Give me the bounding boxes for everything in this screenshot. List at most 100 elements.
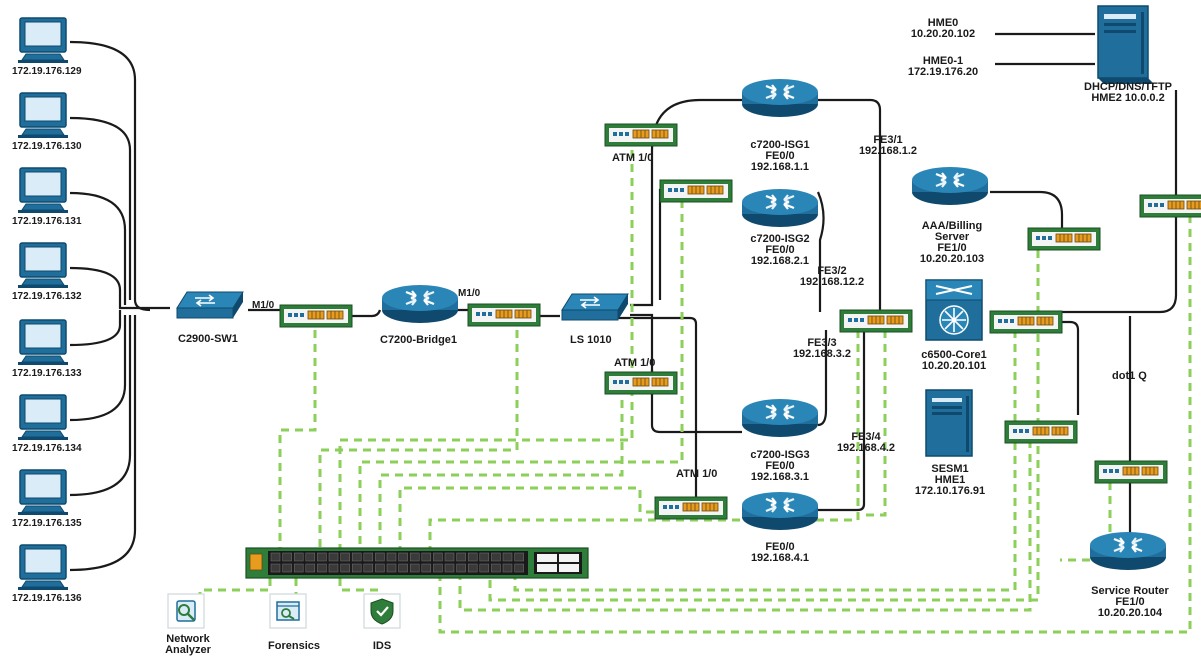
switch-port bbox=[514, 563, 524, 573]
service-port: FE1/0 bbox=[1115, 596, 1145, 608]
isg1-router-icon bbox=[740, 77, 820, 119]
switch-port bbox=[421, 563, 432, 573]
cable-fe-fe34 bbox=[818, 330, 866, 512]
isg1-name: c7200-ISG1 bbox=[750, 139, 810, 151]
hme0-name: HME0 bbox=[927, 17, 959, 29]
tap-core bbox=[989, 310, 1063, 334]
switch-port bbox=[317, 563, 327, 573]
mirror-tap2 bbox=[318, 330, 519, 548]
service-router-icon bbox=[1088, 530, 1168, 572]
host-ip-label: 172.19.176.134 bbox=[12, 443, 82, 454]
cable-host-3 bbox=[69, 191, 127, 305]
mirror-tool1 bbox=[198, 578, 272, 598]
aaa-name1: AAA/Billing bbox=[921, 220, 983, 232]
host-ip-label: 172.19.176.132 bbox=[12, 291, 82, 302]
service-ip: 10.20.20.104 bbox=[1097, 607, 1163, 619]
switch-port bbox=[433, 552, 443, 562]
host-pc bbox=[17, 242, 69, 289]
fe34-ip: 192.168.4.2 bbox=[836, 442, 896, 454]
host-ip-label: 172.19.176.133 bbox=[12, 368, 82, 379]
cable-host-7 bbox=[69, 315, 132, 497]
switch-port bbox=[491, 563, 501, 573]
hme01-label: HME0-1 172.19.176.20 bbox=[908, 56, 978, 78]
fe31-ip: 192.168.1.2 bbox=[858, 145, 918, 157]
host-pc bbox=[17, 394, 69, 441]
cable-host-5 bbox=[69, 310, 122, 347]
switch-port bbox=[444, 552, 455, 562]
isg1-port: FE0/0 bbox=[765, 150, 795, 162]
fe32-ip: 192.168.12.2 bbox=[799, 276, 865, 288]
c2900-switch-icon bbox=[176, 291, 244, 319]
aaa-router-icon bbox=[910, 165, 990, 207]
mirror-center bbox=[428, 330, 860, 548]
host-ip-label: 172.19.176.130 bbox=[12, 141, 82, 152]
switch-port bbox=[363, 552, 374, 562]
switch-port bbox=[293, 552, 304, 562]
forensics-icon[interactable] bbox=[269, 593, 307, 629]
switch-port bbox=[328, 552, 339, 562]
ids-label: IDS bbox=[372, 640, 392, 652]
tap-atm2 bbox=[604, 371, 678, 395]
switch-port bbox=[270, 563, 281, 573]
dot1q-label: dot1 Q bbox=[1112, 370, 1147, 382]
cable-isg1-fe31 bbox=[818, 98, 882, 312]
isg2-label: c7200-ISG2 FE0/0 192.168.2.1 bbox=[750, 234, 809, 267]
hme01-name: HME0-1 bbox=[922, 55, 964, 67]
mirror-fe-tap bbox=[860, 330, 887, 517]
isg2-port: FE0/0 bbox=[765, 244, 795, 256]
fe32-port: FE3/2 bbox=[817, 265, 847, 277]
hme0-ip: 10.20.20.102 bbox=[910, 28, 976, 40]
switch-port bbox=[456, 552, 466, 562]
fe31-label: FE3/1 192.168.1.2 bbox=[859, 135, 917, 157]
sesm-server-icon bbox=[925, 389, 973, 457]
switch-port bbox=[270, 552, 281, 562]
ls1010-switch-icon bbox=[561, 293, 629, 321]
aaa-name2: Server bbox=[934, 231, 970, 243]
bridge-port-label: M1/0 bbox=[458, 288, 481, 299]
bridge-router-icon bbox=[380, 283, 460, 325]
mirror-atm1 bbox=[338, 150, 634, 548]
switch-port bbox=[293, 563, 304, 573]
sesm-label: SESM1 HME1 172.10.176.91 bbox=[915, 464, 985, 497]
cable-group bbox=[69, 32, 1178, 572]
switch-port bbox=[398, 552, 408, 562]
tap-core2 bbox=[1004, 420, 1078, 444]
hme0-label: HME0 10.20.20.102 bbox=[911, 18, 975, 40]
mirror-core2 bbox=[458, 440, 1032, 612]
switch-port bbox=[479, 563, 490, 573]
switch-port bbox=[375, 563, 385, 573]
switch-port bbox=[467, 552, 478, 562]
aaa-port: FE1/0 bbox=[937, 242, 967, 254]
host-ip-label: 172.19.176.135 bbox=[12, 518, 82, 529]
fe33-label: FE3/3 192.168.3.2 bbox=[793, 338, 851, 360]
isg2-router-icon bbox=[740, 187, 820, 229]
switch-port bbox=[351, 563, 362, 573]
atm-label-3: ATM 1/0 bbox=[676, 468, 718, 480]
analyzer-line1: Network bbox=[166, 633, 210, 645]
switch-port bbox=[398, 563, 408, 573]
c2900-label: C2900-SW1 bbox=[178, 333, 238, 345]
aaa-label: AAA/Billing Server FE1/0 10.20.20.103 bbox=[920, 221, 984, 265]
network-analyzer-icon[interactable] bbox=[167, 593, 205, 629]
analyzer-line2: Analyzer bbox=[165, 644, 211, 656]
sesm-name: SESM1 bbox=[931, 463, 969, 475]
switch-port bbox=[386, 563, 397, 573]
sesm-ip: 172.10.176.91 bbox=[914, 485, 986, 497]
isg3-ip: 192.168.3.1 bbox=[750, 471, 810, 483]
isg3-port: FE0/0 bbox=[765, 460, 795, 472]
switch-port bbox=[467, 563, 478, 573]
host-pc bbox=[17, 544, 69, 591]
cable-ls-isg3 bbox=[630, 313, 742, 434]
service-name: Service Router bbox=[1091, 585, 1169, 597]
switch-port bbox=[340, 563, 350, 573]
fe33-ip: 192.168.3.2 bbox=[792, 348, 852, 360]
cable-host-1 bbox=[69, 40, 151, 312]
isg2-ip: 192.168.2.1 bbox=[750, 255, 810, 267]
host-pc bbox=[17, 17, 69, 64]
tap-bridge-ls bbox=[467, 303, 541, 327]
ids-shield-icon[interactable] bbox=[363, 593, 401, 629]
tap-service bbox=[1094, 460, 1168, 484]
hme01-ip: 172.19.176.20 bbox=[907, 66, 979, 78]
switch-port bbox=[491, 552, 501, 562]
